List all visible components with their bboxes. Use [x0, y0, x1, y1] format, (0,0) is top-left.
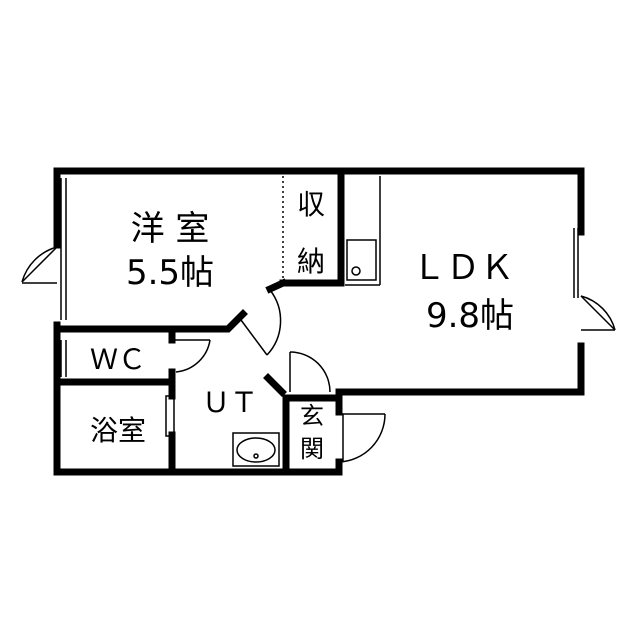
wash-basin [232, 432, 280, 467]
utility-label: ＵＴ [202, 386, 258, 419]
ldk-room-size: 9.8帖 [426, 296, 514, 336]
wc-label: ＷＣ [90, 343, 146, 376]
entrance-label-top: 玄 [300, 402, 324, 430]
kitchen-sink [346, 239, 377, 281]
western-room-size: 5.5帖 [126, 253, 214, 293]
walls [53, 167, 585, 476]
ldk-room-name: ＬＤＫ [412, 248, 514, 288]
bath-label: 浴室 [90, 414, 146, 447]
thin-lines [60, 176, 579, 377]
entrance-label-bottom: 関 [300, 435, 324, 463]
door-swings [21, 246, 616, 463]
western-room-name: 洋 室 [131, 209, 210, 249]
storage-label-top: 収 [297, 188, 325, 221]
storage-label-bottom: 納 [297, 245, 325, 278]
